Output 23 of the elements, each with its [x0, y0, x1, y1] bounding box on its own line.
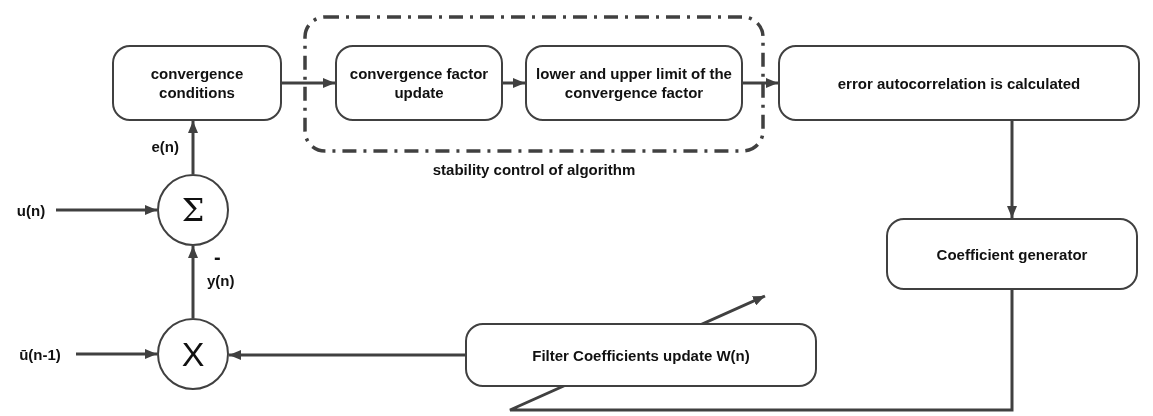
input-signal-label: ū(n-1) [4, 343, 76, 365]
arrow [503, 78, 525, 88]
input-signal-label: u(n) [6, 199, 56, 221]
arrow [229, 350, 465, 360]
arrow [188, 121, 198, 174]
process-box: error autocorrelation is calculated [778, 45, 1140, 121]
minus-sign: - [214, 246, 221, 269]
multiplier-junction: X [157, 318, 229, 390]
summing-junction: Σ [157, 174, 229, 246]
arrow [1007, 121, 1017, 218]
arrow [188, 246, 198, 318]
process-box: Filter Coefficients update W(n) [465, 323, 817, 387]
group-caption: stability control of algorithm [431, 161, 637, 178]
process-box: convergence factor update [335, 45, 503, 121]
arrow [76, 349, 157, 359]
process-box: Coefficient generator [886, 218, 1138, 290]
edge-label: y(n) [207, 272, 235, 289]
process-box: lower and upper limit of the convergence factor [525, 45, 743, 121]
arrow [282, 78, 335, 88]
process-box: convergence conditions [112, 45, 282, 121]
arrow [743, 78, 778, 88]
edge-label: e(n) [151, 137, 179, 155]
arrow [56, 205, 157, 215]
